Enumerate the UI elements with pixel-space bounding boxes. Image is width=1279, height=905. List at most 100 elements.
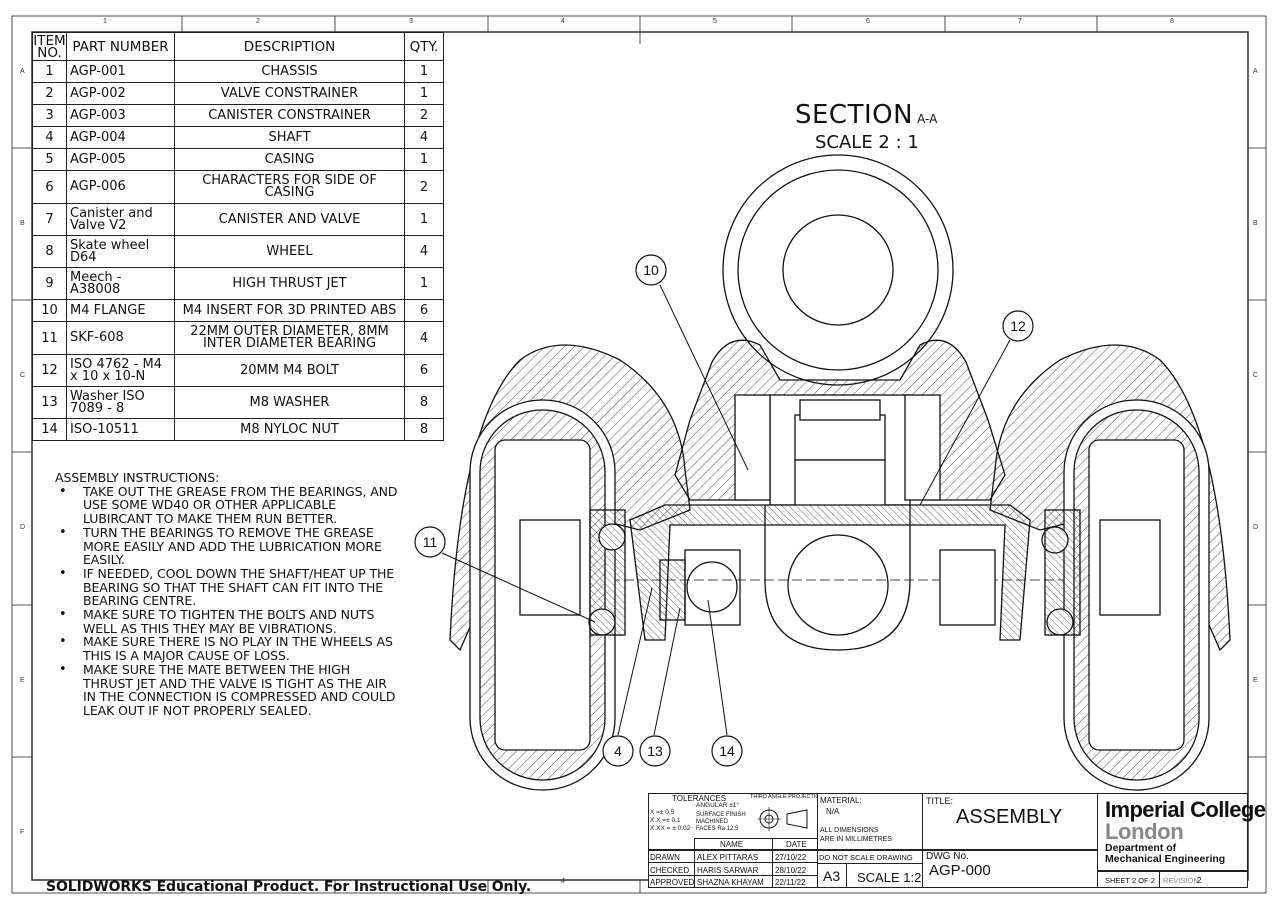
- do-not-scale: DO NOT SCALE DRAWING: [819, 853, 913, 862]
- dwg-no-value: AGP-000: [929, 862, 991, 879]
- balloon-12-circle: [1002, 310, 1034, 342]
- left-wheel: [449, 344, 691, 791]
- balloon-14-circle: [711, 735, 743, 767]
- zone-row-a-right: A: [1253, 68, 1258, 75]
- dept-line-2: Mechanical Engineering: [1105, 853, 1226, 865]
- bom-part-number: SKF-608: [66, 321, 175, 355]
- bom-item-number: 11: [32, 321, 67, 355]
- bom-item-number: 10: [32, 299, 67, 322]
- zone-col-4-bottom: 4: [561, 878, 565, 885]
- zone-row-c: C: [20, 372, 26, 379]
- title-label: TITLE:: [926, 796, 954, 806]
- zone-col-3: 3: [409, 18, 413, 25]
- revision-label: REVISION: [1163, 876, 1199, 885]
- bom-description: CHASSIS: [174, 60, 405, 83]
- tolerances-label: TOLERANCES: [672, 794, 727, 803]
- org-name: Imperial College: [1105, 797, 1266, 822]
- bom-part-number: M4 FLANGE: [66, 299, 175, 322]
- tol-machined: MACHINED: [696, 819, 729, 825]
- instructions-heading: ASSEMBLY INSTRUCTIONS:: [55, 470, 220, 485]
- checked-name: HARIS SARWAR: [697, 866, 759, 875]
- bom-quantity: 4: [404, 235, 444, 268]
- drawing-scale: SCALE 1:2: [857, 870, 922, 885]
- solidworks-educational-note: SOLIDWORKS Educational Product. For Inst…: [46, 879, 532, 895]
- bom-quantity: 1: [404, 82, 444, 105]
- zone-col-1: 1: [103, 18, 107, 25]
- bom-part-number: AGP-006: [66, 170, 175, 204]
- material-value: N/A: [826, 807, 840, 816]
- tol-angular: ANGULAR ±1°: [696, 802, 740, 809]
- bom-description: M8 NYLOC NUT: [174, 418, 405, 441]
- jet-ring: [722, 154, 954, 386]
- zone-row-b: B: [20, 220, 25, 227]
- bom-description: M4 INSERT FOR 3D PRINTED ABS: [174, 299, 405, 322]
- approved-date: 22/11/22: [775, 878, 806, 887]
- bom-item-number: 9: [32, 267, 67, 300]
- tol-xxx: X.XX = ± 0.02: [650, 825, 691, 832]
- balloon-13-circle: [639, 735, 671, 767]
- date-header: DATE: [786, 840, 807, 849]
- drawn-name: ALEX PITTARAS: [697, 853, 759, 862]
- instruction-item: TURN THE BEARINGS TO REMOVE THE GREASE M…: [59, 525, 400, 567]
- third-angle-projection-icon: [757, 807, 808, 831]
- bom-part-number: Canister and Valve V2: [66, 203, 175, 236]
- checked-label: CHECKED: [650, 866, 690, 875]
- bom-description: 20MM M4 BOLT: [174, 354, 405, 387]
- zone-row-d-right: D: [1253, 524, 1259, 531]
- tol-xx: X.X =± 0.1: [650, 817, 681, 824]
- bom-header-part: PART NUMBER: [66, 32, 175, 61]
- instruction-item: TAKE OUT THE GREASE FROM THE BEARINGS, A…: [59, 484, 400, 526]
- drawn-date: 27/10/22: [775, 853, 807, 862]
- drawn-label: DRAWN: [650, 853, 680, 862]
- instruction-item: MAKE SURE THE MATE BETWEEN THE HIGH THRU…: [59, 663, 400, 718]
- dept-line-1: Department of: [1105, 842, 1177, 854]
- section-suffix: A-A: [917, 112, 938, 126]
- zone-row-f: F: [20, 829, 25, 836]
- balloon-10-circle: [635, 254, 667, 286]
- zone-col-6: 6: [866, 18, 870, 25]
- dims-note-2: ARE IN MILLIMETRES: [820, 836, 892, 843]
- bom-part-number: AGP-005: [66, 148, 175, 171]
- bom-description: 22MM OUTER DIAMETER, 8MM INTER DIAMETER …: [174, 321, 405, 355]
- sheet-size: A3: [823, 868, 841, 884]
- zone-row-b-right: B: [1253, 220, 1258, 227]
- bom-part-number: Washer ISO 7089 - 8: [66, 386, 175, 419]
- org-city: London: [1105, 819, 1184, 844]
- bom-description: HIGH THRUST JET: [174, 267, 405, 300]
- balloon-14: 14: [719, 743, 735, 759]
- sheet-number: SHEET 2 OF 2: [1105, 876, 1155, 885]
- instruction-item: MAKE SURE THERE IS NO PLAY IN THE WHEELS…: [59, 635, 400, 663]
- bom-quantity: 1: [404, 203, 444, 236]
- bom-quantity: 8: [404, 386, 444, 419]
- instruction-item: MAKE SURE TO TIGHTEN THE BOLTS AND NUTS …: [59, 608, 400, 636]
- section-title: SECTION: [795, 100, 914, 130]
- bom-header-qty: QTY.: [404, 32, 444, 61]
- bom-part-number: ISO 4762 - M4 x 10 x 10-N: [66, 354, 175, 387]
- approved-label: APPROVED: [650, 878, 695, 887]
- bom-item-number: 7: [32, 203, 67, 236]
- right-wheel: [939, 344, 1231, 791]
- zone-col-4: 4: [561, 18, 565, 25]
- zone-col-2: 2: [256, 18, 260, 25]
- balloon-11-circle: [414, 526, 446, 558]
- balloon-4-circle: [602, 735, 634, 767]
- zone-row-d: D: [20, 524, 26, 531]
- name-header: NAME: [720, 840, 744, 849]
- bom-item-number: 14: [32, 418, 67, 441]
- tol-surface-finish: SURFACE FINISH: [696, 812, 746, 818]
- revision-value: 2: [1197, 875, 1202, 885]
- zone-col-8: 8: [1170, 18, 1174, 25]
- zone-col-5: 5: [713, 18, 717, 25]
- material-label: MATERIAL:: [820, 796, 862, 805]
- bom-quantity: 4: [404, 321, 444, 355]
- balloon-4: 4: [614, 743, 622, 759]
- bom-header-item: ITEM NO.: [32, 32, 67, 61]
